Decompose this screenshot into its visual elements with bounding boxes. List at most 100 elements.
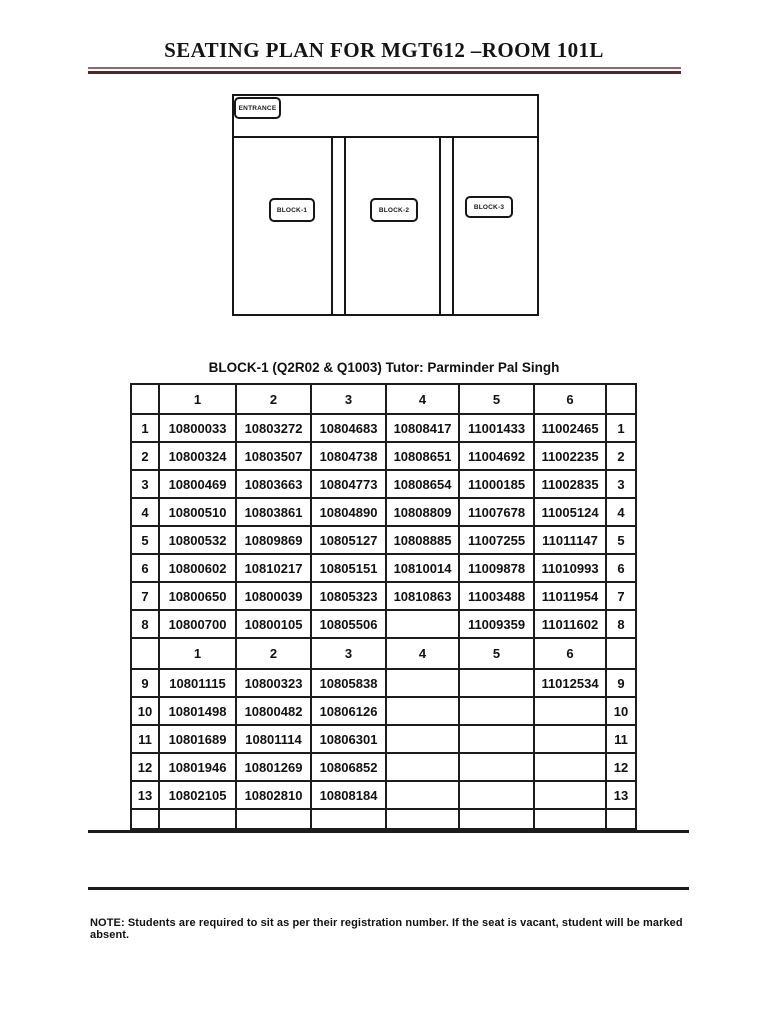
entrance-box: ENTRANCE	[234, 97, 281, 119]
row-number: 4	[605, 497, 637, 527]
column-header: 5	[458, 383, 535, 415]
seat-cell: 10801269	[235, 752, 312, 782]
row-number: 10	[605, 696, 637, 726]
seat-cell: 10802105	[158, 780, 237, 810]
seat-cell: 10800105	[235, 609, 312, 639]
seat-cell: 10805323	[310, 581, 387, 611]
aisle-line	[439, 138, 441, 314]
seat-cell: 11007678	[458, 497, 535, 527]
column-header: 2	[235, 383, 312, 415]
seat-cell: 10804683	[310, 413, 387, 443]
seat-cell	[385, 780, 460, 810]
seat-cell: 10801115	[158, 668, 237, 698]
row-number: 8	[130, 609, 160, 639]
seat-cell: 10808651	[385, 441, 460, 471]
block-1-box: BLOCK-1	[269, 198, 315, 222]
row-number: 13	[605, 780, 637, 810]
seat-cell	[458, 724, 535, 754]
row-number: 2	[130, 441, 160, 471]
row-number: 3	[130, 469, 160, 499]
page-title: SEATING PLAN FOR MGT612 –ROOM 101L	[164, 38, 604, 62]
column-header: 3	[310, 637, 387, 670]
column-header: 1	[158, 637, 237, 670]
seat-cell	[458, 780, 535, 810]
seat-cell: 10801689	[158, 724, 237, 754]
column-header: 3	[310, 383, 387, 415]
seat-cell: 10810014	[385, 553, 460, 583]
seat-cell	[533, 752, 607, 782]
seat-cell: 10804738	[310, 441, 387, 471]
row-number: 10	[130, 696, 160, 726]
seat-cell: 10800482	[235, 696, 312, 726]
seat-cell: 10802810	[235, 780, 312, 810]
row-number: 11	[605, 724, 637, 754]
seat-cell: 10806301	[310, 724, 387, 754]
seat-cell: 10808885	[385, 525, 460, 555]
row-number: 12	[130, 752, 160, 782]
column-header: 6	[533, 637, 607, 670]
seat-cell	[385, 609, 460, 639]
seat-cell: 10800033	[158, 413, 237, 443]
empty-cell	[605, 808, 637, 830]
seat-cell: 10803507	[235, 441, 312, 471]
seat-cell: 10806126	[310, 696, 387, 726]
seat-cell: 10803663	[235, 469, 312, 499]
seat-cell: 10810217	[235, 553, 312, 583]
seat-cell: 11002235	[533, 441, 607, 471]
seat-cell: 10800039	[235, 581, 312, 611]
seat-cell	[458, 752, 535, 782]
empty-cell	[533, 808, 607, 830]
seat-cell: 10803861	[235, 497, 312, 527]
aisle-line	[331, 138, 333, 314]
separator-line	[88, 887, 689, 890]
seat-cell	[533, 696, 607, 726]
seat-cell: 10800602	[158, 553, 237, 583]
diagram-front-divider	[234, 136, 537, 138]
corner-cell	[605, 637, 637, 670]
seat-cell: 11005124	[533, 497, 607, 527]
empty-cell	[310, 808, 387, 830]
block-3-box: BLOCK-3	[465, 196, 513, 218]
seat-cell	[533, 724, 607, 754]
empty-cell	[130, 808, 160, 830]
seat-cell: 10800324	[158, 441, 237, 471]
seat-cell: 10800700	[158, 609, 237, 639]
row-number: 7	[130, 581, 160, 611]
column-header: 2	[235, 637, 312, 670]
aisle-line	[344, 138, 346, 314]
seat-cell: 10808184	[310, 780, 387, 810]
seat-cell: 10800469	[158, 469, 237, 499]
row-number: 9	[605, 668, 637, 698]
block-2-box: BLOCK-2	[370, 198, 418, 222]
corner-cell	[130, 383, 160, 415]
seat-cell: 10801946	[158, 752, 237, 782]
row-number: 1	[605, 413, 637, 443]
entrance-label: ENTRANCE	[238, 104, 277, 112]
seat-cell: 10800532	[158, 525, 237, 555]
title-underline	[88, 67, 681, 74]
row-number: 2	[605, 441, 637, 471]
row-number: 8	[605, 609, 637, 639]
row-number: 9	[130, 668, 160, 698]
row-number: 4	[130, 497, 160, 527]
seat-cell: 10800650	[158, 581, 237, 611]
row-number: 6	[605, 553, 637, 583]
seat-cell: 10800510	[158, 497, 237, 527]
seat-cell: 11007255	[458, 525, 535, 555]
seat-cell: 10801114	[235, 724, 312, 754]
corner-cell	[605, 383, 637, 415]
seat-cell: 10803272	[235, 413, 312, 443]
seat-cell	[533, 780, 607, 810]
seat-cell: 11003488	[458, 581, 535, 611]
